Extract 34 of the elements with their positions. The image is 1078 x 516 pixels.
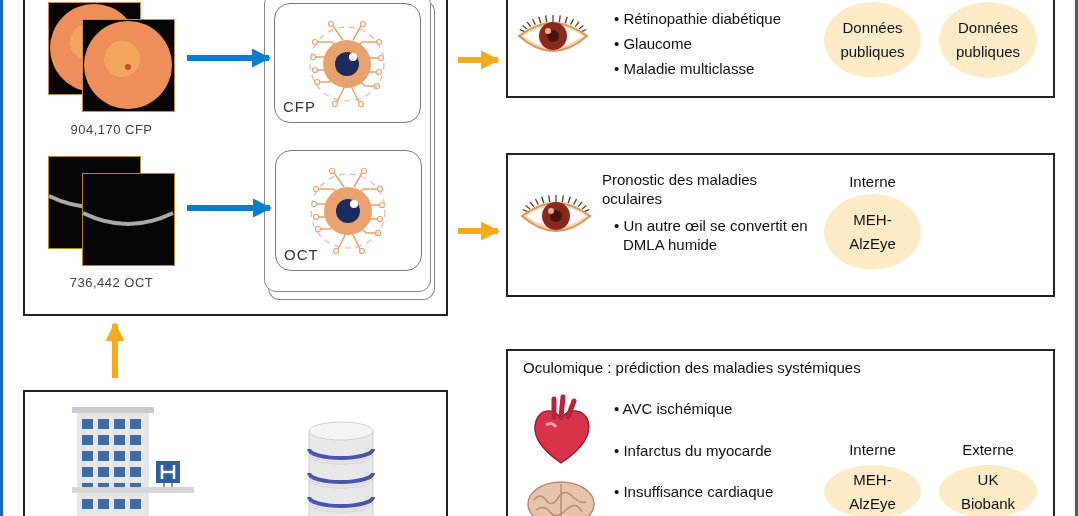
image-caption: 736,442 OCT bbox=[68, 275, 155, 290]
dataset-label: MEH- AlzEye bbox=[848, 469, 897, 514]
dataset-label: Données publiques bbox=[954, 18, 1022, 62]
heading-text: Oculomique : prédiction des maladies systémiques bbox=[523, 358, 862, 377]
heading-text: Pronostic des maladies oculaires bbox=[602, 170, 759, 208]
source-label: Interne bbox=[848, 440, 897, 459]
task-box bbox=[506, 153, 1055, 297]
bullet-item: • Insuffisance cardiaque bbox=[614, 482, 775, 501]
bullet-item: • Infarctus du myocarde bbox=[614, 441, 773, 460]
model-label: CFP bbox=[283, 97, 316, 116]
arrow bbox=[105, 322, 125, 378]
dataset-label: UK Biobank bbox=[959, 469, 1017, 514]
source-label: Interne bbox=[848, 172, 897, 191]
arrow bbox=[458, 50, 500, 70]
arrow bbox=[458, 221, 500, 241]
arrow bbox=[187, 48, 271, 68]
task-box bbox=[506, 349, 1055, 516]
bullet-item: • Maladie multiclasse bbox=[614, 59, 756, 78]
bullet-item: • Un autre œil se convertit en DMLA humide bbox=[614, 216, 809, 254]
arrow bbox=[187, 198, 272, 218]
source-box bbox=[23, 390, 448, 516]
bullet-item: • AVC ischémique bbox=[614, 399, 734, 418]
fundus-photo-drawing bbox=[48, 2, 175, 112]
dataset-label: MEH- AlzEye bbox=[848, 210, 897, 254]
panel-box bbox=[23, 0, 448, 316]
model-card bbox=[274, 3, 421, 123]
bullet-item: • Glaucome bbox=[614, 34, 693, 53]
bullet-item: • Rétinopathie diabétique bbox=[614, 9, 783, 28]
model-label: OCT bbox=[284, 245, 319, 264]
model-card bbox=[275, 150, 422, 271]
task-box bbox=[506, 0, 1055, 98]
image-caption: 904,170 CFP bbox=[69, 122, 154, 137]
source-label: Externe bbox=[961, 440, 1015, 459]
dataset-label: Données publiques bbox=[839, 18, 906, 62]
